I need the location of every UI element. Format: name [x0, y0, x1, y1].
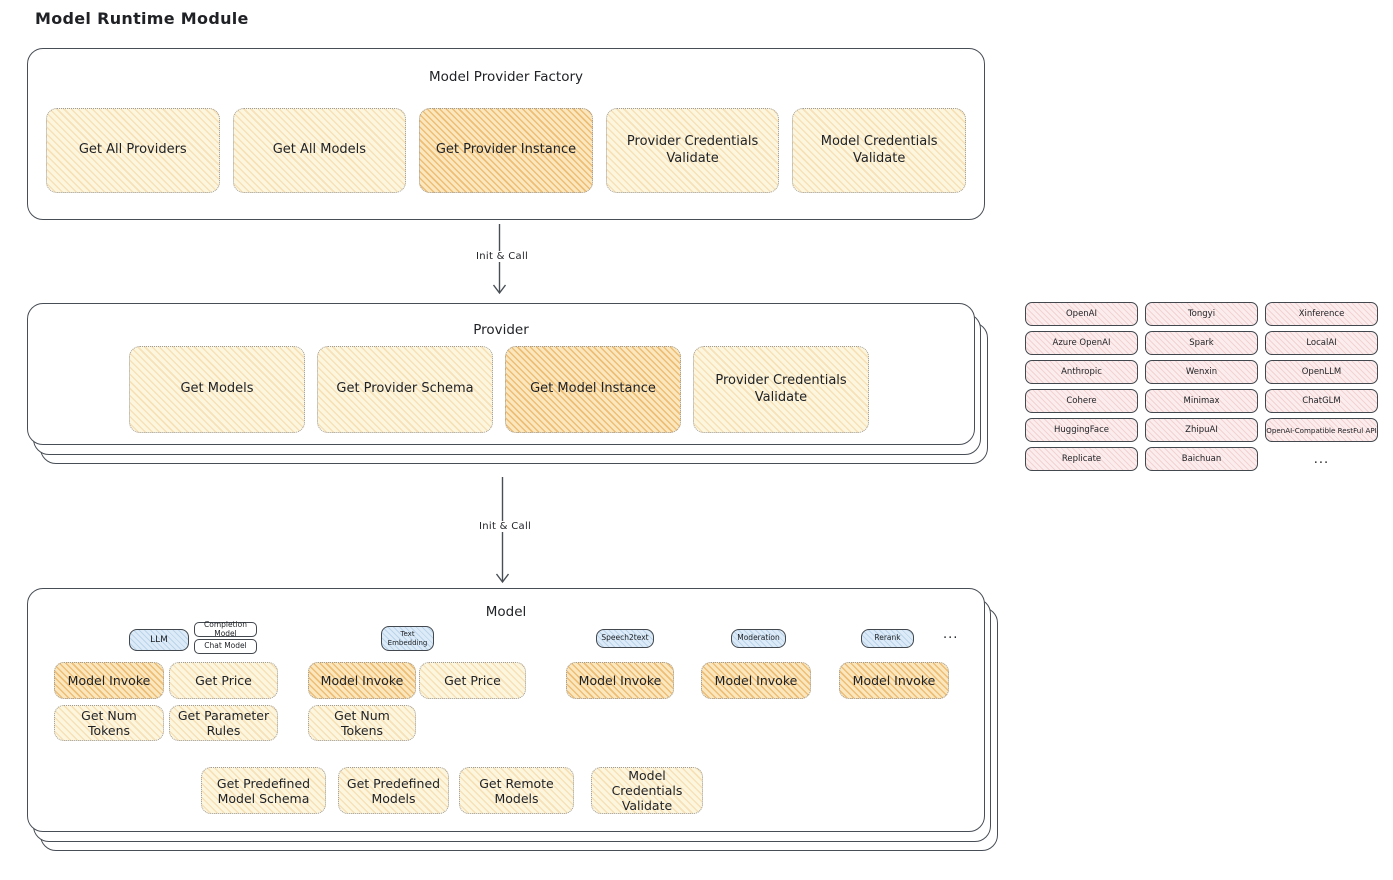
vendor-chip-spark: Spark [1145, 331, 1258, 355]
model-type-llm-tag: LLM [129, 629, 189, 651]
node-get-all-providers: Get All Providers [46, 108, 220, 193]
provider-title: Provider [473, 322, 529, 338]
model-title: Model [485, 604, 527, 620]
node-embedding-get-price: Get Price [419, 662, 526, 699]
diagram-title: Model Runtime Module [35, 9, 249, 28]
vendor-chip-openllm: OpenLLM [1265, 360, 1378, 384]
model-type-completion-model-tag: Completion Model [194, 620, 257, 637]
arrow-label-init-call-1: Init & Call [473, 251, 532, 262]
node-get-predefined-model-schema: Get Predefined Model Schema [201, 767, 326, 814]
model-type-speech2text-tag: Speech2text [596, 629, 654, 648]
vendor-chip-minimax: Minimax [1145, 389, 1258, 413]
node-model-credentials-validate-2: Model Credentials Validate [591, 767, 703, 814]
vendor-more-ellipsis: ... [1313, 451, 1330, 467]
factory-box: Model Provider Factory Get All Providers… [27, 48, 985, 220]
vendor-chip-chatglm: ChatGLM [1265, 389, 1378, 413]
vendor-chip-replicate: Replicate [1025, 447, 1138, 471]
node-llm-model-invoke: Model Invoke [54, 662, 164, 699]
model-type-rerank-tag: Rerank [861, 629, 914, 648]
model-type-text-embedding-tag: Text Embedding [381, 626, 434, 651]
node-get-model-instance: Get Model Instance [505, 346, 681, 433]
node-get-provider-instance: Get Provider Instance [419, 108, 593, 193]
node-model-credentials-validate: Model Credentials Validate [792, 108, 966, 193]
arrow-label-init-call-2: Init & Call [476, 521, 535, 532]
node-speech2text-model-invoke: Model Invoke [566, 662, 674, 699]
node-provider-credentials-validate-2: Provider Credentials Validate [693, 346, 869, 433]
factory-title: Model Provider Factory [428, 69, 583, 85]
vendor-chip-huggingface: HuggingFace [1025, 418, 1138, 442]
node-get-remote-models: Get Remote Models [459, 767, 574, 814]
node-llm-get-num-tokens: Get Num Tokens [54, 705, 164, 741]
vendor-chip-tongyi: Tongyi [1145, 302, 1258, 326]
vendor-grid: OpenAI Tongyi Xinference Azure OpenAI Sp… [1025, 302, 1378, 471]
node-rerank-model-invoke: Model Invoke [839, 662, 949, 699]
node-llm-get-price: Get Price [169, 662, 278, 699]
node-get-models: Get Models [129, 346, 305, 433]
vendor-chip-localai: LocalAI [1265, 331, 1378, 355]
provider-box: Provider Get Models Get Provider Schema … [27, 303, 988, 464]
node-embedding-model-invoke: Model Invoke [308, 662, 416, 699]
provider-box-outline: Provider Get Models Get Provider Schema … [27, 303, 975, 445]
model-box: Model LLM Completion Model Chat Model Te… [27, 588, 998, 851]
model-types-ellipsis: ... [943, 627, 959, 642]
vendor-chip-xinference: Xinference [1265, 302, 1378, 326]
node-get-predefined-models: Get Predefined Models [338, 767, 449, 814]
factory-actions-row: Get All Providers Get All Models Get Pro… [46, 108, 966, 193]
vendor-chip-zhipuai: ZhipuAI [1145, 418, 1258, 442]
vendor-chip-baichuan: Baichuan [1145, 447, 1258, 471]
node-moderation-model-invoke: Model Invoke [701, 662, 811, 699]
vendor-chip-azure-openai: Azure OpenAI [1025, 331, 1138, 355]
vendor-chip-openai-compatible: OpenAI-Compatible RestFul API [1265, 418, 1378, 442]
model-type-chat-model-tag: Chat Model [194, 639, 257, 654]
node-get-provider-schema: Get Provider Schema [317, 346, 493, 433]
vendor-chip-openai: OpenAI [1025, 302, 1138, 326]
model-box-outline: Model LLM Completion Model Chat Model Te… [27, 588, 985, 832]
factory-box-outline: Model Provider Factory Get All Providers… [27, 48, 985, 220]
node-get-all-models: Get All Models [232, 108, 407, 193]
node-llm-get-parameter-rules: Get Parameter Rules [169, 705, 278, 741]
vendor-chip-cohere: Cohere [1025, 389, 1138, 413]
vendor-chip-anthropic: Anthropic [1025, 360, 1138, 384]
model-type-moderation-tag: Moderation [731, 629, 786, 648]
node-embedding-get-num-tokens: Get Num Tokens [308, 705, 416, 741]
provider-actions-row: Get Models Get Provider Schema Get Model… [129, 346, 869, 433]
node-provider-credentials-validate: Provider Credentials Validate [605, 108, 780, 193]
vendor-chip-wenxin: Wenxin [1145, 360, 1258, 384]
